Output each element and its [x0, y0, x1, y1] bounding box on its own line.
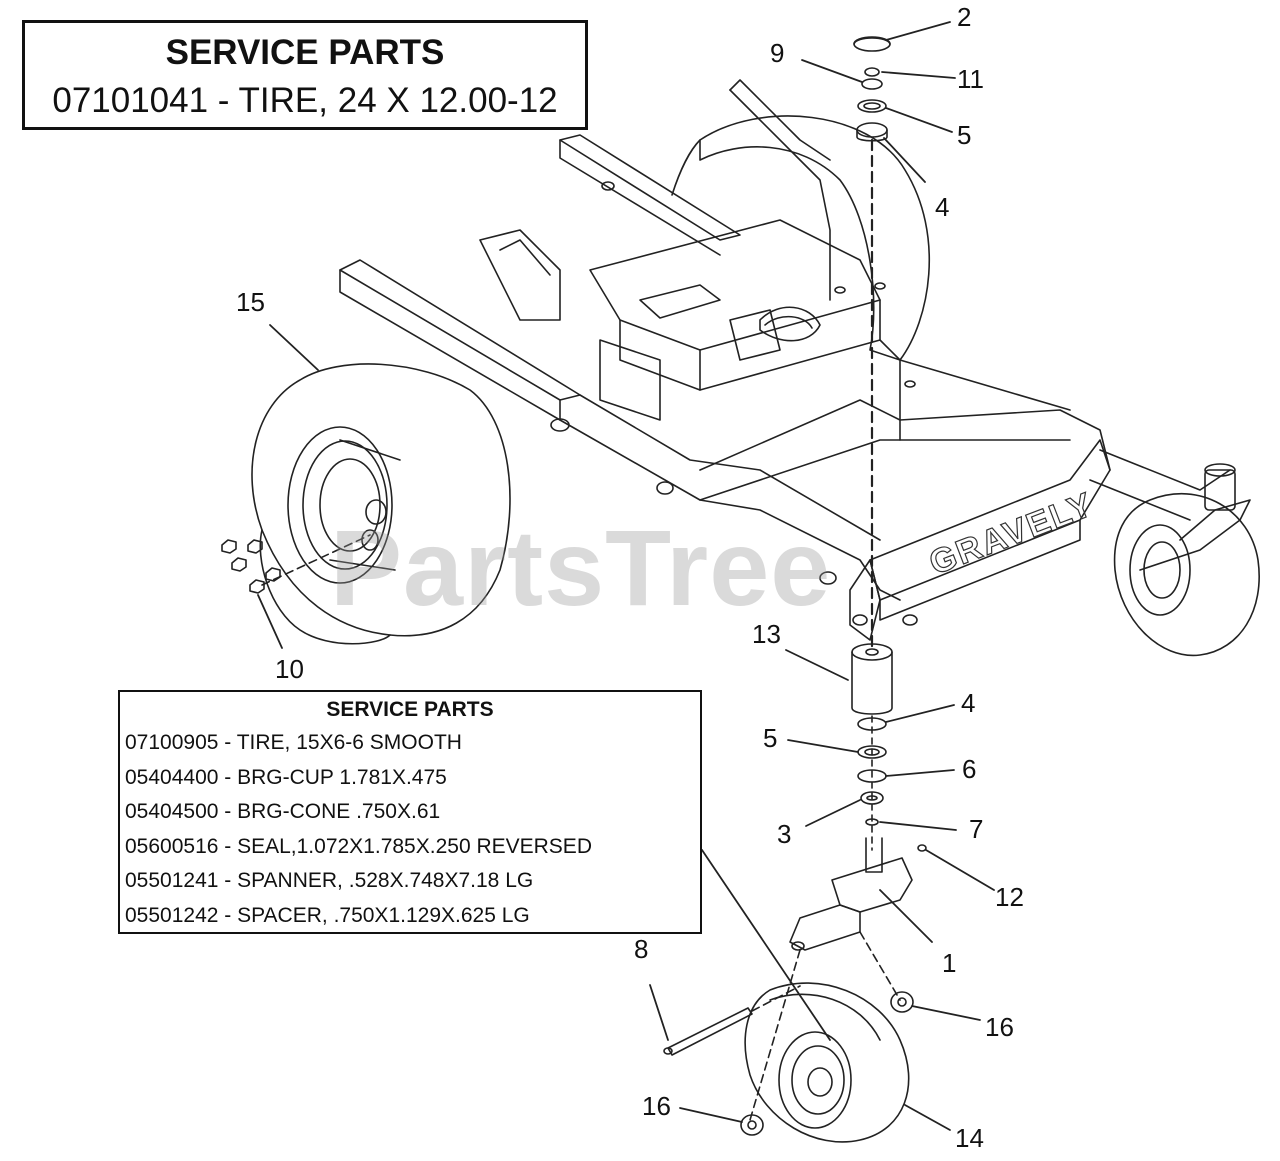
- callout-3: 3: [777, 819, 792, 849]
- callout-10: 10: [275, 654, 304, 684]
- callout-5-top: 5: [957, 120, 972, 150]
- title-service-parts-box: SERVICE PARTS 07101041 - TIRE, 24 X 12.0…: [22, 20, 588, 130]
- callout-5-bottom: 5: [763, 723, 778, 753]
- spacer-part-3: [860, 791, 884, 805]
- service-parts-heading: SERVICE PARTS: [326, 698, 494, 721]
- service-parts-list: 07100905 - TIRE, 15X6-6 SMOOTH 05404400 …: [120, 726, 700, 933]
- callout-7: 7: [969, 814, 984, 844]
- caster-tube-part-13: [851, 643, 893, 715]
- title-box-heading: SERVICE PARTS: [165, 33, 445, 72]
- bearing-cone-part-5-top: [857, 99, 887, 113]
- callout-16-left: 16: [642, 1091, 671, 1121]
- callout-13: 13: [752, 619, 781, 649]
- callout-12: 12: [995, 882, 1024, 912]
- rear-tire-left: [251, 363, 511, 645]
- bearing-cup-part-4-top: [856, 122, 888, 142]
- callout-14: 14: [955, 1123, 984, 1153]
- watermark: PartsTree: [330, 507, 832, 628]
- service-part-item: 05404500 - BRG-CONE .750X.61: [125, 800, 441, 823]
- front-caster-wheel-right: [1113, 463, 1260, 657]
- callout-4-bottom: 4: [961, 688, 976, 718]
- spacer-part-16-right: [890, 991, 914, 1013]
- service-part-item: 05501241 - SPANNER, .528X.748X7.18 LG: [125, 869, 534, 892]
- spanner-part-8: [663, 1007, 753, 1056]
- callout-16-right: 16: [985, 1012, 1014, 1042]
- dust-cap-part-2: [853, 36, 891, 52]
- service-parts-list-box: SERVICE PARTS 07100905 - TIRE, 15X6-6 SM…: [118, 690, 702, 934]
- caster-fork-part-1: [789, 837, 927, 951]
- front-caster-wheel-part-14: [744, 982, 910, 1143]
- callout-9: 9: [770, 38, 785, 68]
- spacer-part-16-left: [740, 1114, 764, 1136]
- callout-1: 1: [942, 948, 957, 978]
- service-part-item: 05404400 - BRG-CUP 1.781X.475: [125, 765, 447, 789]
- leader-lines: [257, 21, 995, 1131]
- callout-6: 6: [962, 754, 977, 784]
- nut-part-9: [861, 78, 883, 90]
- callout-2: 2: [957, 2, 972, 32]
- callout-8: 8: [634, 934, 649, 964]
- mower-frame: [339, 79, 1231, 641]
- seal-part-11: [864, 67, 880, 77]
- callout-11: 11: [957, 64, 984, 94]
- callout-4-top: 4: [935, 192, 950, 222]
- washer-part-7: [865, 818, 879, 826]
- callout-15: 15: [236, 287, 265, 317]
- title-box-part: 07101041 - TIRE, 24 X 12.00-12: [52, 81, 558, 120]
- bearing-cup-part-4-bottom: [857, 717, 887, 731]
- lug-nuts: [221, 539, 281, 594]
- service-part-item: 05600516 - SEAL,1.072X1.785X.250 REVERSE…: [125, 834, 592, 858]
- service-part-item: 05501242 - SPACER, .750X1.129X.625 LG: [125, 903, 530, 927]
- service-part-item: 07100905 - TIRE, 15X6-6 SMOOTH: [125, 731, 462, 754]
